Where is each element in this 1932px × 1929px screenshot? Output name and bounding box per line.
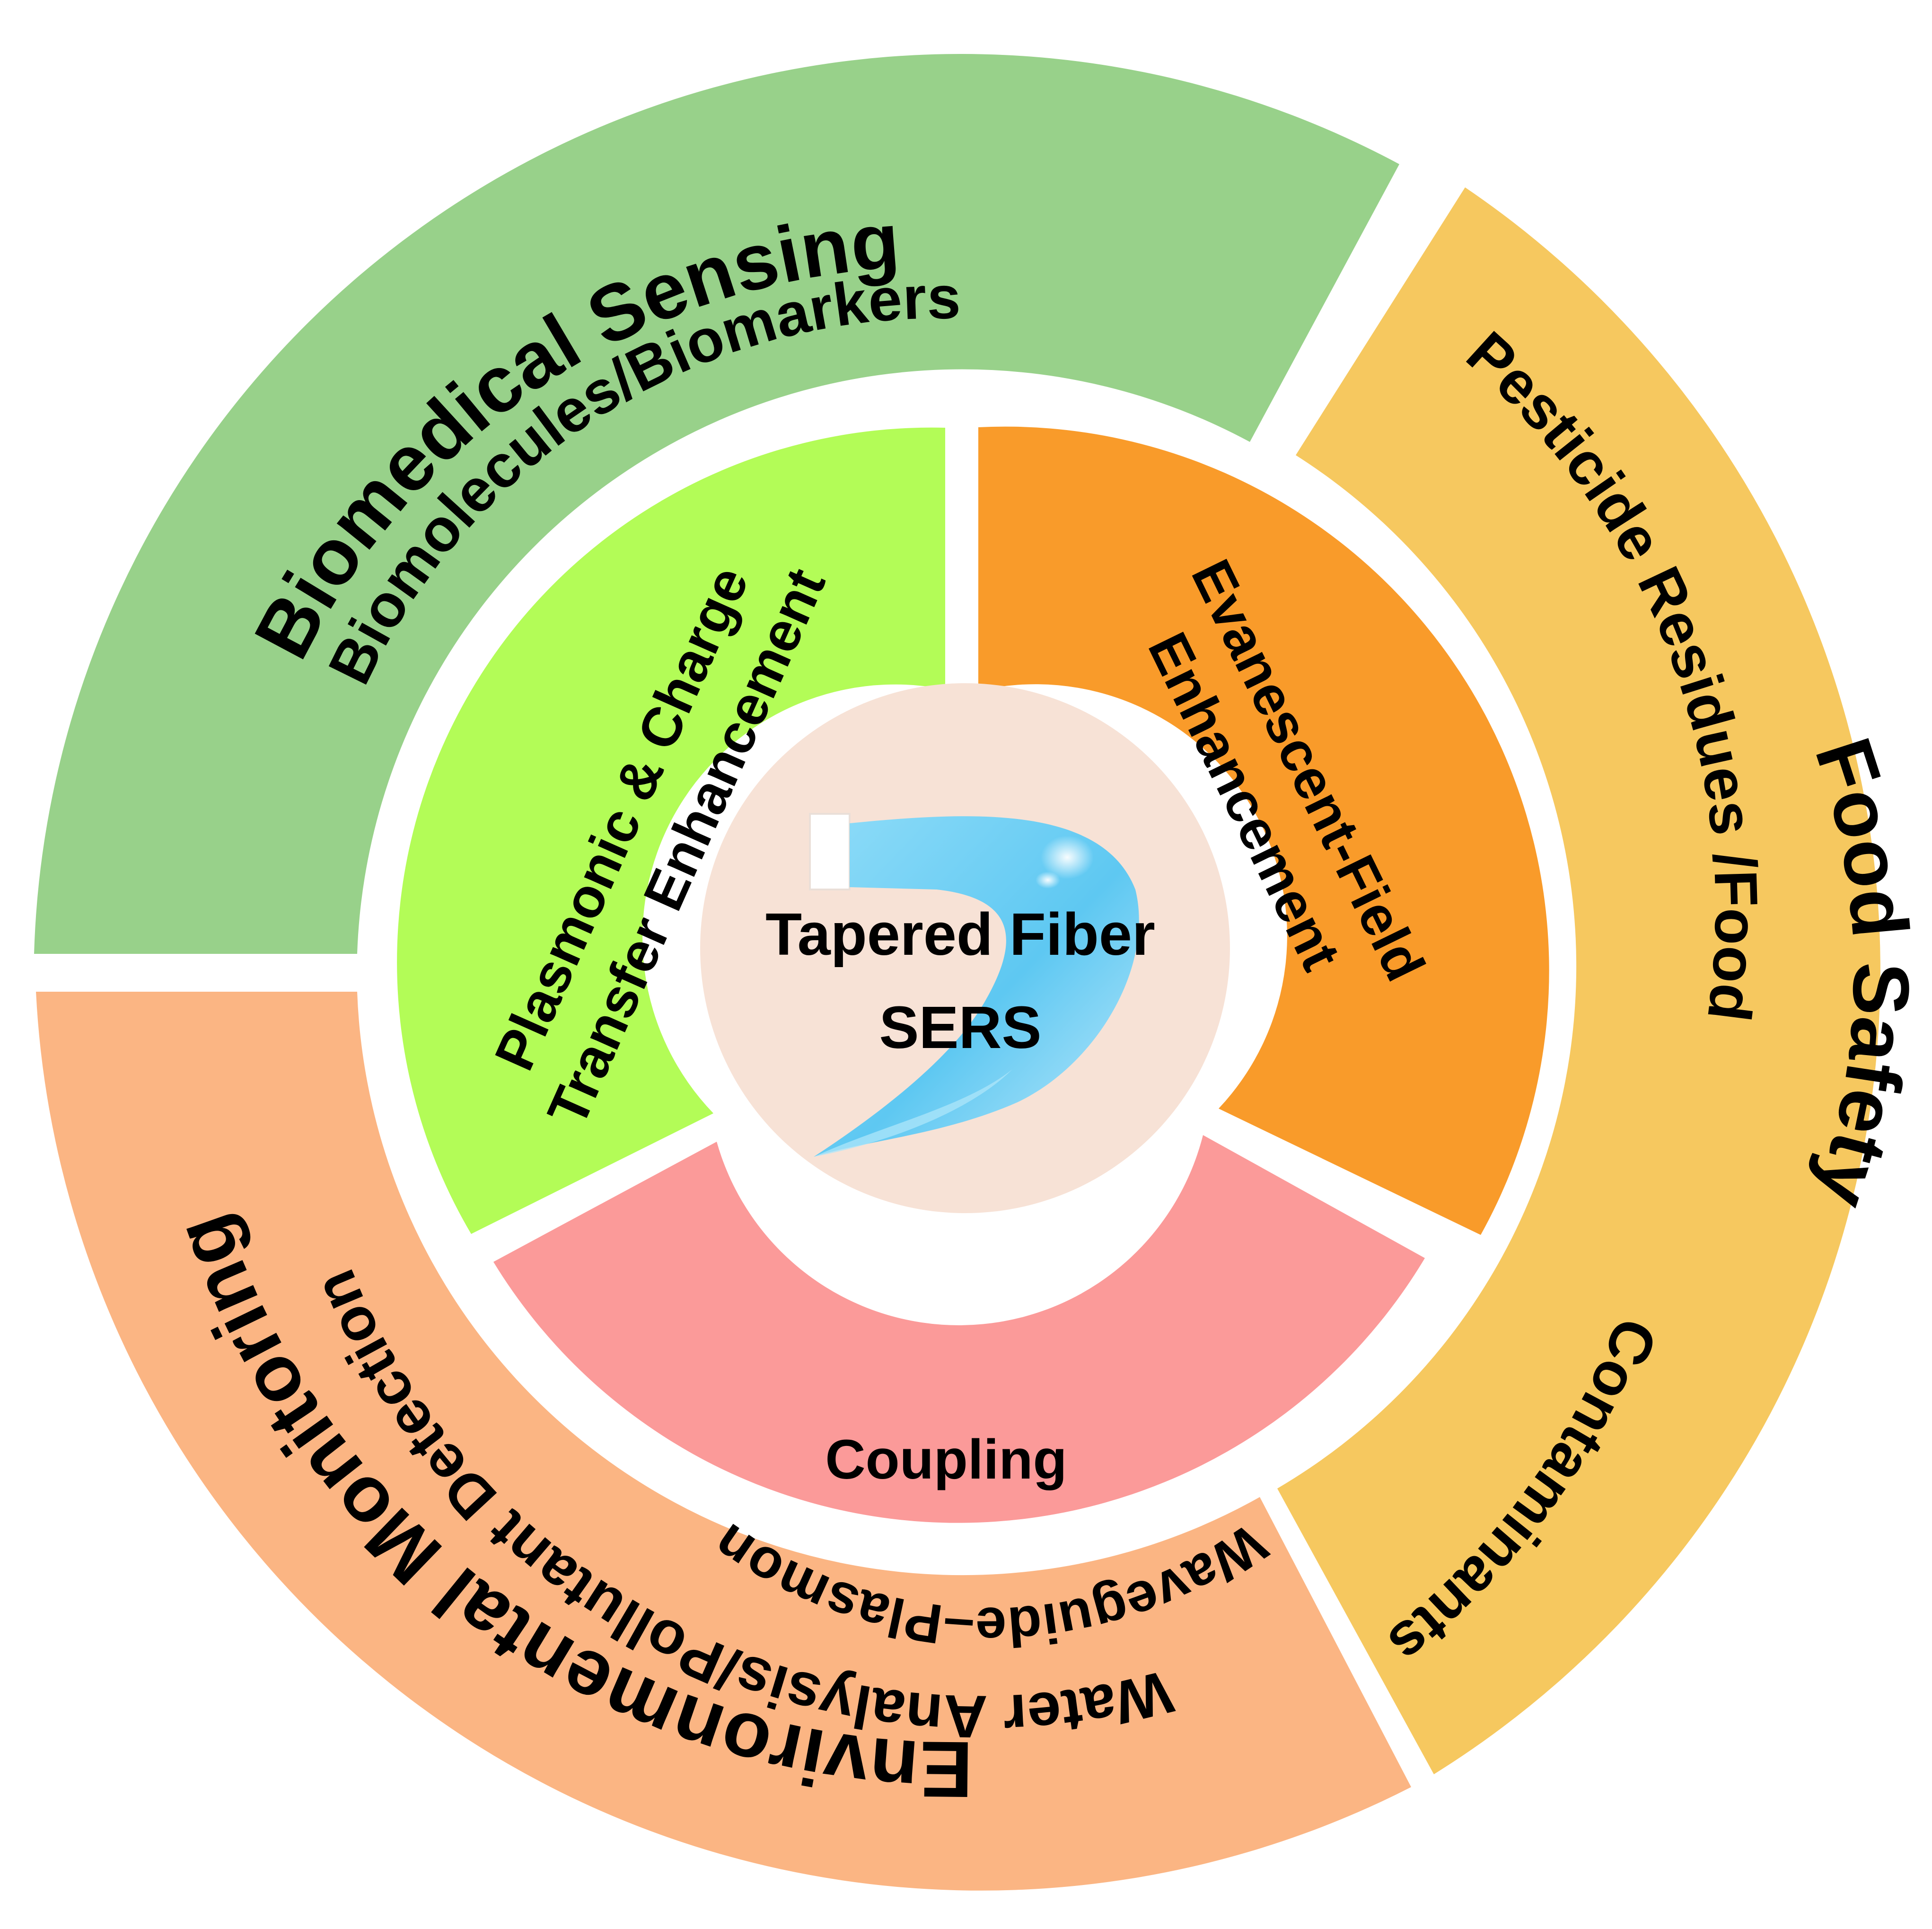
segment-biomedical bbox=[34, 54, 1399, 954]
segment-food-safety bbox=[1277, 187, 1880, 1774]
segment-waveguide-plasmon bbox=[493, 1135, 1425, 1523]
segment-plasmonic-charge-transfer bbox=[397, 427, 946, 1234]
segment-environmental bbox=[36, 992, 1411, 1891]
segment-evanescent-field bbox=[978, 426, 1549, 1235]
waveguide-label-line2: Coupling bbox=[825, 1428, 1067, 1491]
core-title-line1: Tapered Fiber bbox=[765, 901, 1155, 968]
core-title-line2: SERS bbox=[879, 994, 1041, 1061]
tapered-fiber-icon bbox=[809, 813, 1139, 1157]
